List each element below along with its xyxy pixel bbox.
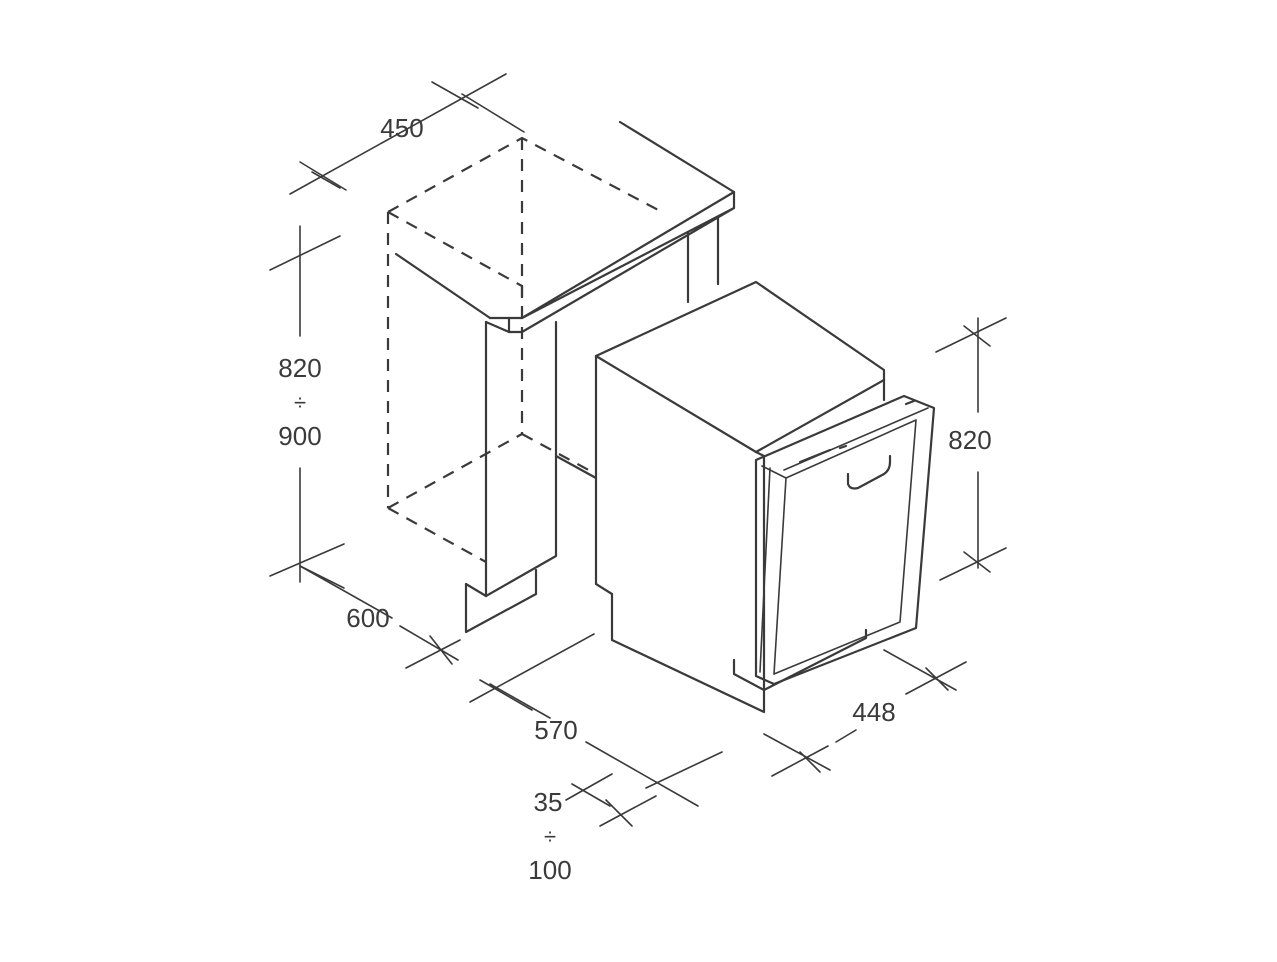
niche-outline [386, 136, 663, 563]
dim-line-820-right [935, 317, 1007, 581]
dim-label-570: 570 [534, 715, 577, 745]
dim-label-600: 600 [346, 603, 389, 633]
dim-line-35-100 [565, 773, 657, 827]
dim-label-820-sep: ÷ [294, 390, 306, 415]
dishwasher-door [754, 394, 936, 686]
dishwasher-body [594, 280, 886, 714]
dim-line-600 [299, 565, 461, 669]
dim-label-100-max: 100 [528, 855, 571, 885]
dim-label-35-min: 35 [534, 787, 563, 817]
dim-line-448 [763, 649, 967, 777]
dim-label-900-max: 900 [278, 421, 321, 451]
dim-line-570 [469, 633, 723, 807]
dim-line-820-900 [269, 225, 345, 589]
dim-line-450 [289, 73, 525, 195]
dim-label-450: 450 [380, 113, 423, 143]
side-panel [464, 320, 598, 634]
worktop [394, 120, 736, 334]
dim-label-820-right: 820 [948, 425, 991, 455]
dim-label-820-min: 820 [278, 353, 321, 383]
dim-label-448: 448 [852, 697, 895, 727]
dim-label-35-sep: ÷ [544, 824, 556, 849]
